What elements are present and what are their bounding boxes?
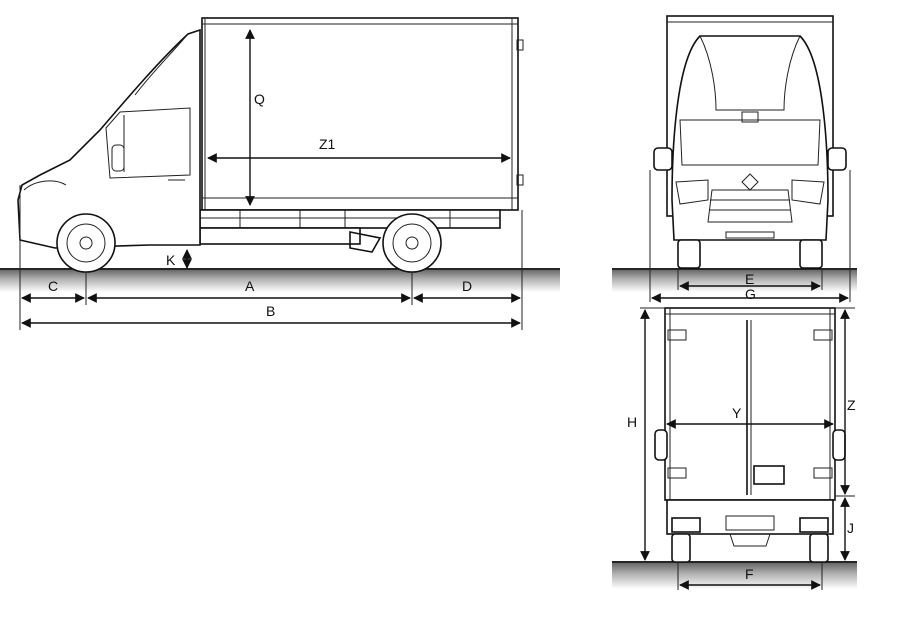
dim-label-q: Q <box>254 91 265 107</box>
front-wheel <box>56 213 116 273</box>
dim-label-z: Z <box>847 397 856 413</box>
cargo-box-rear <box>664 307 836 501</box>
dim-label-j: J <box>847 520 854 536</box>
rear-view: H Z J Y F <box>612 307 857 590</box>
side-view: Q Z1 K C A D B <box>0 17 560 330</box>
ground-side <box>0 268 560 292</box>
dim-label-d: D <box>462 278 472 294</box>
dim-label-h: H <box>627 414 637 430</box>
door-handle-rear <box>753 465 785 485</box>
dim-label-e: E <box>745 271 754 287</box>
dim-label-k: K <box>166 252 176 268</box>
dim-label-a: A <box>245 278 255 294</box>
rear-wheel <box>382 213 442 273</box>
windshield-front <box>679 119 821 166</box>
dim-label-b: B <box>266 303 275 319</box>
ground-front <box>612 268 857 292</box>
dim-label-f: F <box>745 566 754 582</box>
front-view: E G <box>612 15 857 303</box>
grille-front <box>707 189 793 223</box>
mirror-right <box>827 147 847 171</box>
dim-label-g: G <box>745 286 756 302</box>
dim-label-c: C <box>48 278 58 294</box>
dim-label-z1: Z1 <box>319 136 336 152</box>
mirror-left <box>653 147 673 171</box>
dim-label-y: Y <box>732 405 742 421</box>
cab-front <box>671 35 829 241</box>
cab-side <box>17 28 201 249</box>
